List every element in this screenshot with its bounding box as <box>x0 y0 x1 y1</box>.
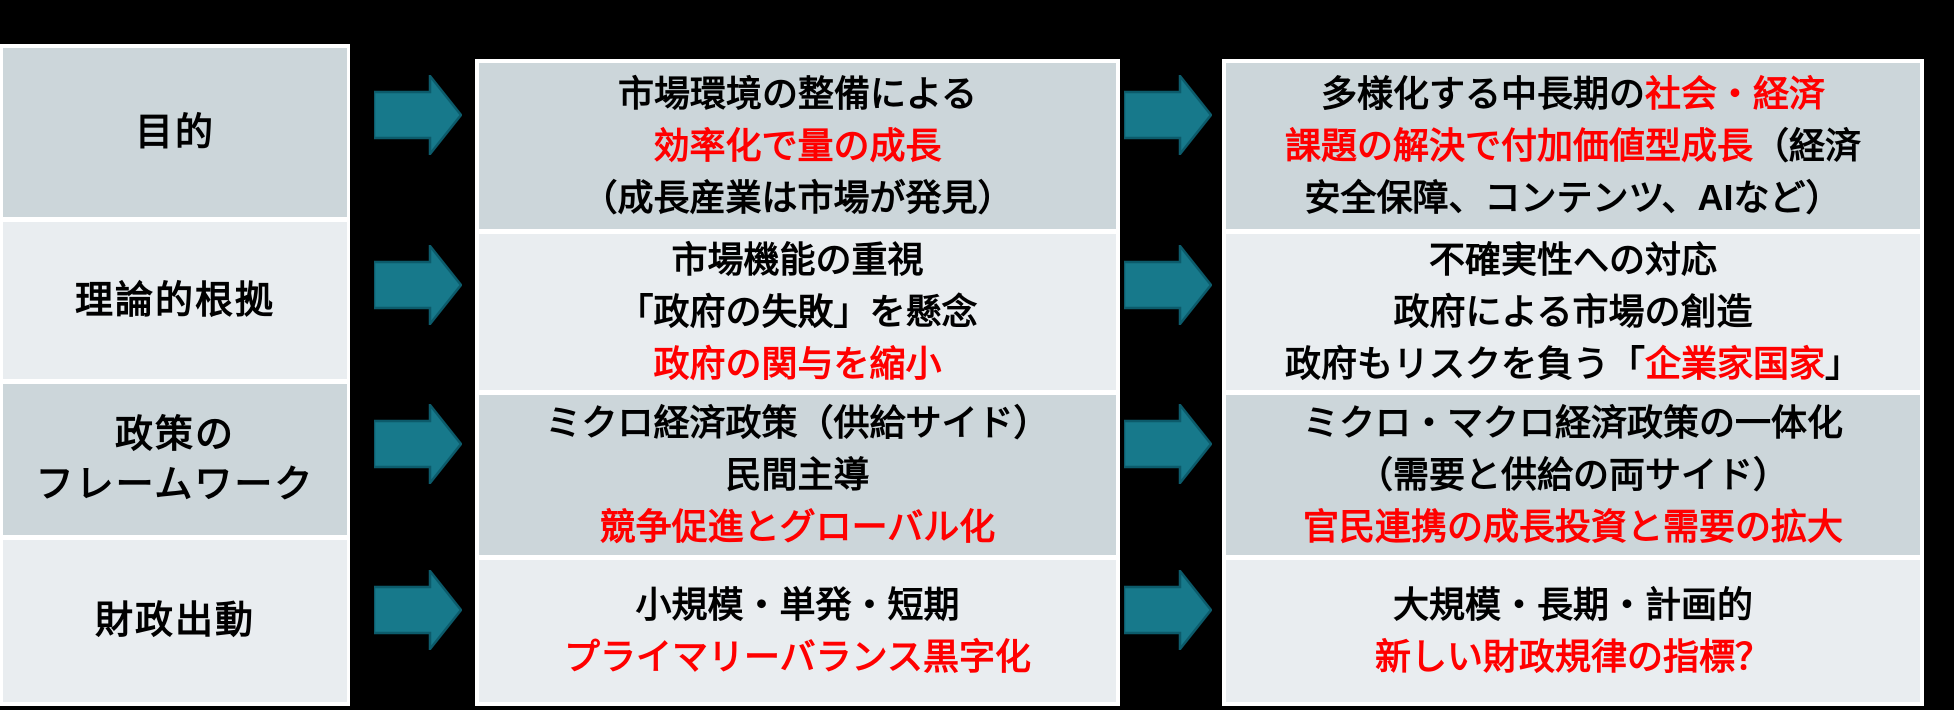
old-policy-fiscal-cell: 小規模・単発・短期プライマリーバランス黒字化 <box>479 560 1116 702</box>
old-policy-framework-cell: ミクロ経済政策（供給サイド） 民間主導競争促進とグローバル化 <box>479 395 1116 555</box>
new-policy-basis-cell: 不確実性への対応政府による市場の創造政府もリスクを負う「企業家国家」 <box>1226 234 1920 390</box>
row-header-column: 目的 理論的根拠 政策のフレームワーク 財政出動 <box>0 44 350 706</box>
right-arrow-icon <box>374 75 462 155</box>
cell-text-line: 「政府の失敗」を懸念 <box>617 291 978 332</box>
cell-text-line: 政府もリスクを負う「企業家国家」 <box>1284 343 1862 384</box>
cell-text-line: 政府による市場の創造 <box>1393 291 1753 332</box>
cell-text-line: フレームワーク <box>35 463 315 506</box>
cell-text-line: 政策の <box>114 413 235 456</box>
right-arrow-icon <box>1124 75 1212 155</box>
old-policy-column: 市場環境の整備による効率化で量の成長 （成長産業は市場が発見） 市場機能の重視「政… <box>475 59 1120 706</box>
cell-text-line: 大規模・長期・計画的 <box>1392 584 1753 625</box>
cell-text-line: 民間主導 <box>725 454 870 495</box>
cell-text-line: 官民連携の成長投資と需要の拡大 <box>1302 506 1843 547</box>
right-arrow-icon <box>1124 404 1212 484</box>
cell-text-line: 安全保障、コンテンツ、AIなど） <box>1304 177 1842 218</box>
row-header-fiscal-stimulus: 財政出動 <box>3 540 347 702</box>
cell-text-line: 市場環境の整備による <box>618 73 977 114</box>
cell-text-line: 小規模・単発・短期 <box>635 584 960 625</box>
old-policy-basis-cell: 市場機能の重視「政府の失敗」を懸念政府の関与を縮小 <box>479 234 1116 390</box>
cell-text-line: （成長産業は市場が発見） <box>581 177 1014 218</box>
cell-text-line: ミクロ経済政策（供給サイド） <box>545 402 1050 443</box>
new-policy-fiscal-cell: 大規模・長期・計画的新しい財政規律の指標？ <box>1226 560 1920 702</box>
cell-text-line: 市場機能の重視 <box>671 239 924 280</box>
new-policy-framework-cell: ミクロ・マクロ経済政策の一体化 （需要と供給の両サイド） 官民連携の成長投資と需要の… <box>1226 395 1920 555</box>
right-arrow-icon <box>374 245 462 325</box>
cell-text-line: プライマリーバランス黒字化 <box>564 636 1031 677</box>
new-policy-column: 多様化する中長期の社会・経済課題の解決で付加価値型成長（経済安全保障、コンテンツ… <box>1222 59 1924 706</box>
cell-text-line: 政府の関与を縮小 <box>653 343 942 384</box>
row-header-theoretical-basis: 理論的根拠 <box>3 222 347 379</box>
right-arrow-icon <box>1124 245 1212 325</box>
cell-text-line: （需要と供給の両サイド） <box>1356 454 1789 495</box>
new-policy-purpose-cell: 多様化する中長期の社会・経済課題の解決で付加価値型成長（経済安全保障、コンテンツ… <box>1226 63 1920 229</box>
row-header-policy-framework: 政策のフレームワーク <box>3 384 347 535</box>
old-policy-purpose-cell: 市場環境の整備による効率化で量の成長 （成長産業は市場が発見） <box>479 63 1116 229</box>
cell-text-line: 多様化する中長期の社会・経済 <box>1320 73 1826 114</box>
row-header-purpose: 目的 <box>3 48 347 217</box>
cell-text-line: 新しい財政規律の指標？ <box>1374 636 1771 677</box>
cell-text-line: 競争促進とグローバル化 <box>599 506 996 547</box>
cell-text-line: 財政出動 <box>94 600 255 642</box>
cell-text-line: 理論的根拠 <box>74 279 275 322</box>
right-arrow-icon <box>1124 570 1212 650</box>
cell-text-line: 課題の解決で付加価値型成長（経済 <box>1284 125 1862 166</box>
right-arrow-icon <box>374 404 462 484</box>
cell-text-line: ミクロ・マクロ経済政策の一体化 <box>1302 402 1843 443</box>
cell-text-line: 不確実性への対応 <box>1428 239 1717 280</box>
right-arrow-icon <box>374 570 462 650</box>
cell-text-line: 目的 <box>134 111 215 154</box>
cell-text-line: 効率化で量の成長 <box>653 125 942 166</box>
